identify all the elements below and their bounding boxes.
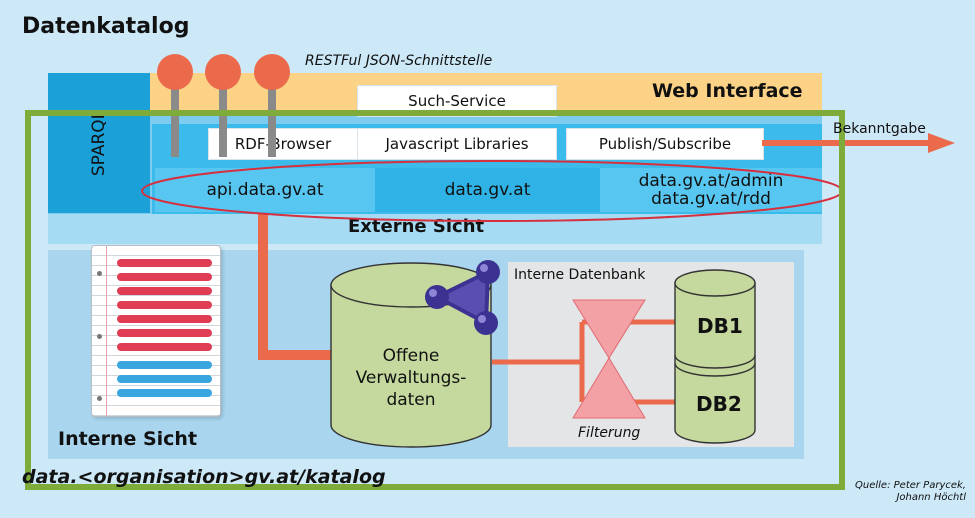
site-cell-main: data.gv.at [375,168,600,212]
offene-verwaltungsdaten-label: Offene Verwaltungs- daten [331,345,491,411]
semantic-molecule-icon [425,260,500,335]
doc-record-red [117,329,212,337]
db1-label: DB1 [697,314,743,338]
doc-record-red [117,301,212,309]
externe-sicht-strip [48,214,822,244]
doc-record-blue [117,375,212,383]
sparql-block [48,73,150,213]
catalog-url: data.<organisation>gv.at/katalog [22,466,386,488]
catalog-frame [25,110,845,490]
db-main-line: Offene [382,346,440,366]
javascript-libraries-label: Javascript Libraries [385,135,529,153]
site-api: api.data.gv.at [206,180,324,200]
site-highlight-ellipse [141,160,843,222]
interne-sicht-label: Interne Sicht [58,428,198,450]
such-service-label: Such-Service [408,92,506,110]
doc-hole-icon [97,271,102,276]
doc-record-red [117,259,212,267]
doc-record-red [117,315,212,323]
doc-record-red [117,343,212,351]
web-interface-label: Web Interface [652,80,803,102]
doc-hole-icon [97,396,102,401]
doc-hole-icon [97,334,102,339]
javascript-libraries-box: Javascript Libraries [357,128,557,160]
site-admin: data.gv.at/admin [638,171,784,191]
site-main: data.gv.at [444,180,531,200]
data-connector [258,214,345,360]
bekanntgabe-arrow [762,133,955,153]
api-label: RESTFul JSON-Schnittstelle [305,53,493,69]
doc-record-red [117,273,212,281]
db2-label: DB2 [696,392,742,416]
doc-margin-line [106,246,107,416]
db-main-line: Verwaltungs- [355,368,467,388]
filterung-label: Filterung [578,425,641,441]
doc-record-red [117,287,212,295]
site-cell-admin: data.gv.at/admin data.gv.at/rdd [600,168,822,212]
filter-hourglass-icon [572,299,646,419]
diagram-title: Datenkatalog [22,14,190,39]
catalog-document-icon [91,245,221,417]
source-credit: Quelle: Peter Parycek, Johann Höchtl [795,480,966,504]
doc-record-blue [117,389,212,397]
publish-subscribe-label: Publish/Subscribe [598,135,732,153]
source-line: Quelle: Peter Parycek, [855,480,966,491]
interne-datenbank-label: Interne Datenbank [514,267,646,283]
api-pin-icon [157,54,193,157]
db-main-line: daten [386,390,436,410]
source-line: Johann Höchtl [896,492,966,503]
rdf-browser-box: RDF-Browser [208,128,358,160]
api-pin-icon [254,54,290,157]
api-pin-icon [205,54,241,157]
doc-record-blue [117,361,212,369]
publish-subscribe-box: Publish/Subscribe [566,128,764,160]
db1-db2-cylinder-icon [674,269,756,444]
bekanntgabe-label: Bekanntgabe [833,121,926,137]
site-rdd: data.gv.at/rdd [651,189,771,209]
rdf-browser-label: RDF-Browser [234,135,332,153]
